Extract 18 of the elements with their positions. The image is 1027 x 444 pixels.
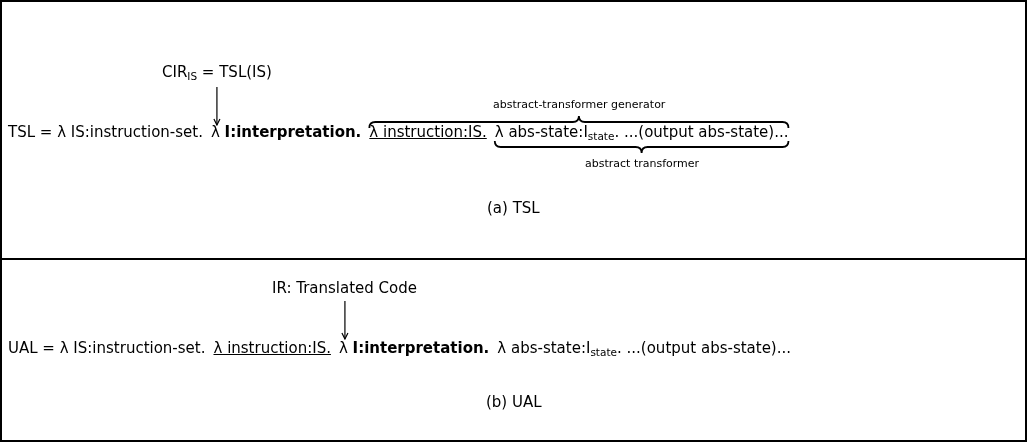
formula-text: TSL = λ IS:instruction-set.: [8, 122, 203, 142]
arrow: [213, 86, 221, 126]
formula-text: λ abs-state:I$_{state}$. ...(output abs-state)...: [494, 122, 789, 142]
annotation-text: IR: Translated Code: [272, 278, 417, 298]
formula-term: λ I:interpretation.: [338, 338, 490, 358]
annotation-text: CIR$_{IS}$ = TSL(IS): [162, 62, 272, 82]
formula-text: λ instruction:IS.: [369, 122, 487, 142]
brace-label: abstract transformer: [585, 157, 700, 171]
figure-caption: (a) TSL: [487, 198, 540, 218]
formula-text: λ instruction:IS.: [213, 338, 331, 358]
figure-panel: [0, 0, 1027, 260]
brace-label: abstract-transformer generator: [493, 98, 666, 112]
figure-caption: (b) UAL: [486, 392, 542, 412]
formula-text: UAL = λ IS:instruction-set.: [8, 338, 206, 358]
arrow: [341, 300, 349, 340]
figure-panel: [0, 258, 1027, 442]
formula-term: λ I:interpretation.: [210, 122, 362, 142]
formula-text: λ abs-state:I$_{state}$. ...(output abs-state)...: [497, 338, 792, 358]
